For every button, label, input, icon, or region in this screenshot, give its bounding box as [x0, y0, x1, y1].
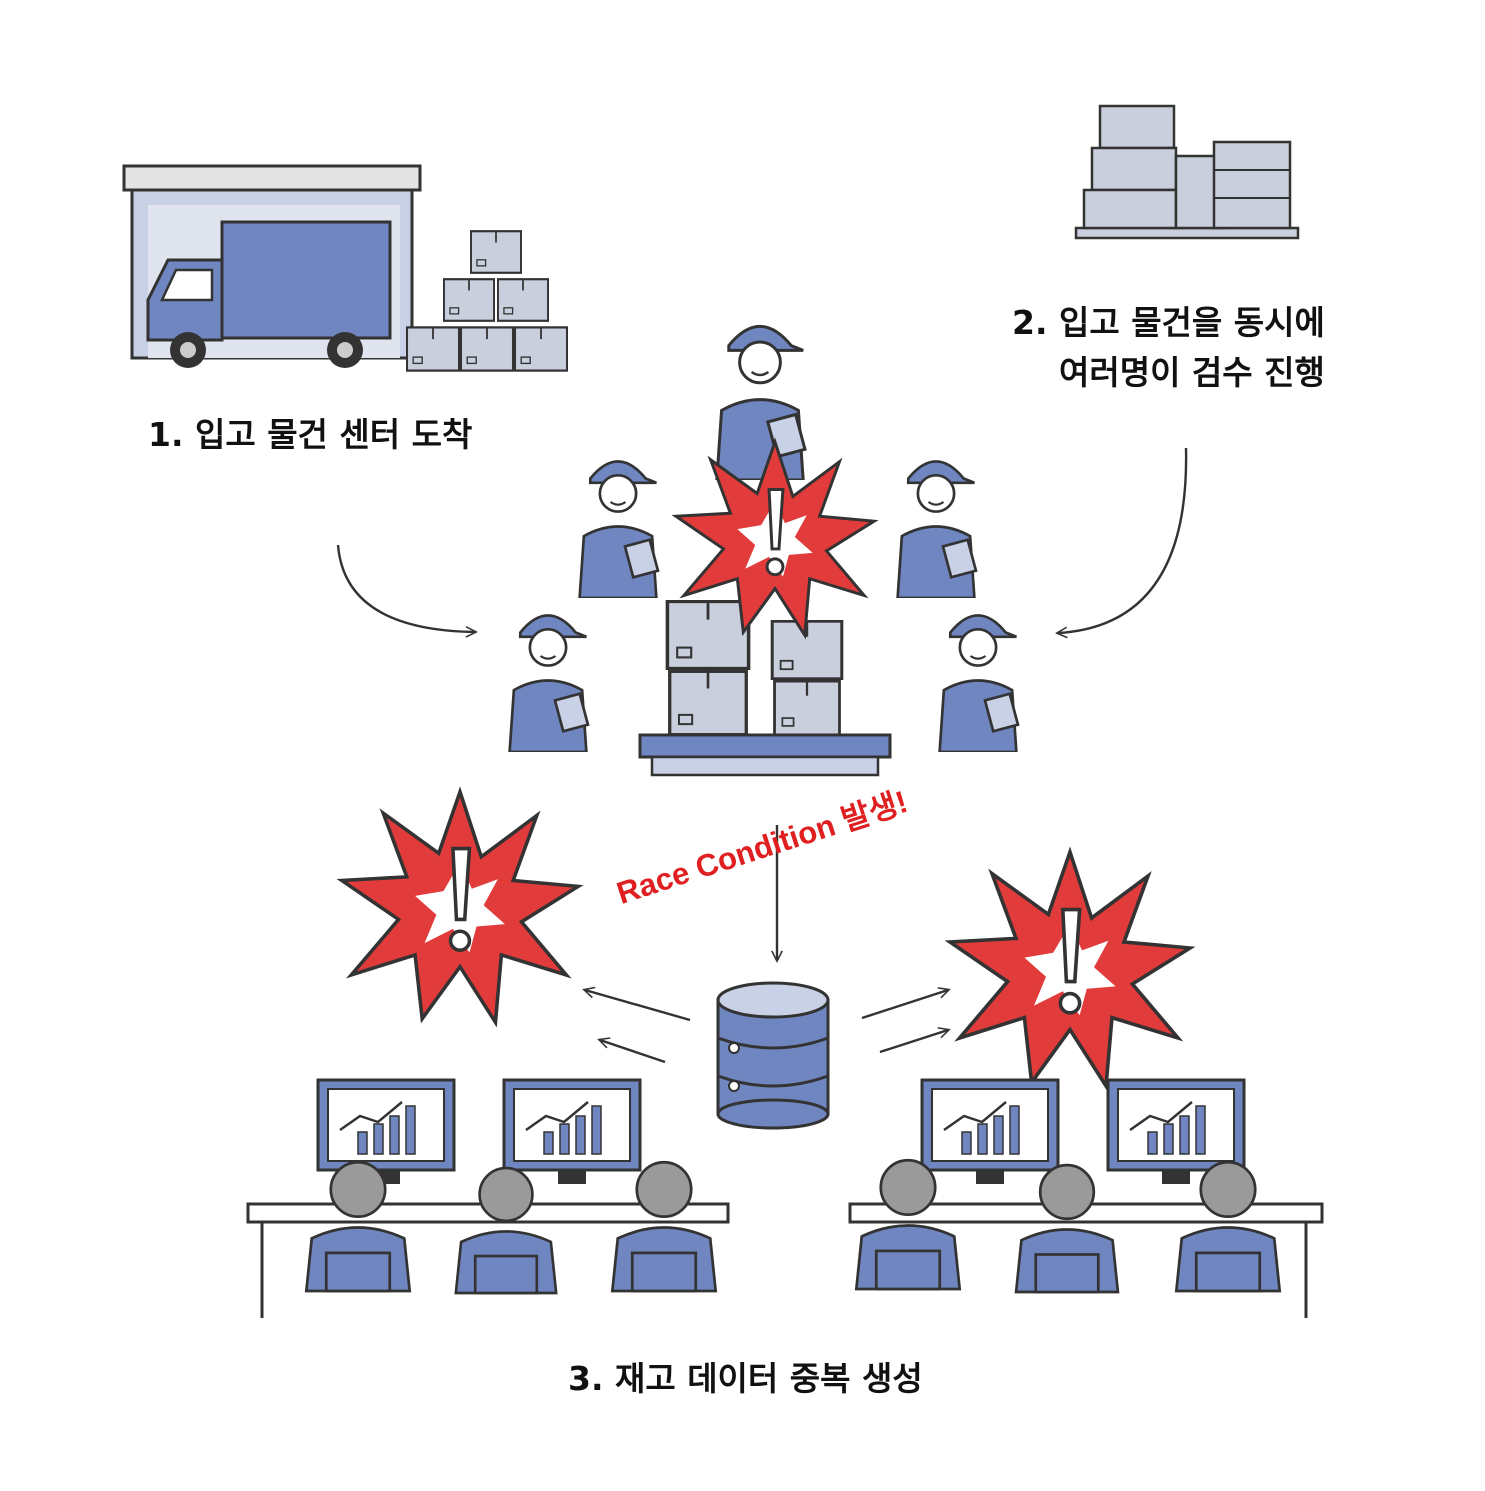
step-3-caption: 3. 재고 데이터 중복 생성 [568, 1359, 923, 1398]
arrow-db-right [861, 990, 948, 1020]
monitor-chart-icon [920, 1078, 1060, 1186]
inspector-icon [508, 614, 590, 752]
stacked-boxes-icon [406, 230, 568, 372]
arrow-db-left-2 [600, 1040, 666, 1064]
step-1-caption: 1. 입고 물건 센터 도착 [148, 415, 473, 454]
step-2-caption: 2. 입고 물건을 동시에 여러명이 검수 진행 [1012, 303, 1325, 392]
office-desks [246, 1202, 1324, 1318]
inspector-icon [578, 460, 660, 598]
office-worker-icon [454, 1166, 558, 1295]
explosion-icon [948, 850, 1192, 1088]
truck-icon [122, 164, 422, 368]
inspector-icon [896, 460, 978, 598]
arrow-db-left [585, 990, 691, 1022]
office-worker-icon [1014, 1163, 1120, 1294]
pallet-boxes [638, 600, 892, 777]
office-worker-icon [1174, 1160, 1282, 1293]
inspector-icon [715, 324, 807, 480]
arrow-arrival [336, 544, 475, 632]
database-icon [716, 981, 830, 1130]
office-worker-icon [610, 1160, 718, 1293]
explosion-icon [340, 790, 580, 1025]
office-worker-icon [854, 1158, 962, 1291]
inspector-icon [938, 614, 1020, 752]
monitor-chart-icon [502, 1078, 642, 1186]
monitor-chart-icon [316, 1078, 456, 1186]
warehouse-icon [1074, 104, 1300, 240]
arrow-db-right-2 [879, 1030, 948, 1054]
arrow-inspection [1058, 447, 1188, 633]
